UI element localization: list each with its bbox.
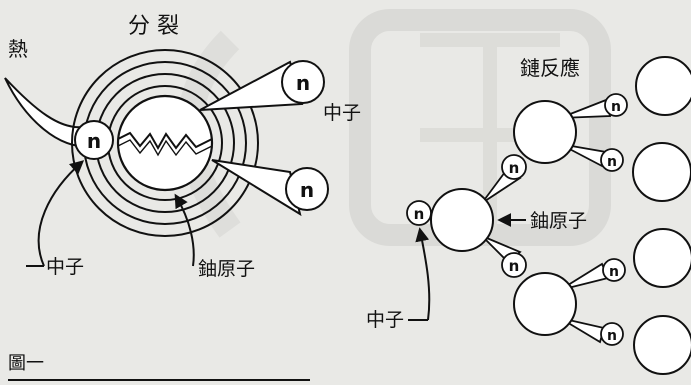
neutron-symbol: n xyxy=(87,129,101,153)
neutron-symbol: n xyxy=(509,159,520,177)
chain-uranium-lower xyxy=(513,272,577,336)
figure-label: 圖一 xyxy=(8,353,44,374)
chain-neutron-3d xyxy=(600,322,624,346)
chain-neutron-lower xyxy=(501,252,527,278)
heat-label: 熱 xyxy=(8,37,28,61)
released-neutron-top xyxy=(281,60,325,104)
neutron-label-bottom: 中子 xyxy=(366,309,404,331)
fracture-line xyxy=(117,131,213,151)
chain-uranium-center xyxy=(430,188,494,252)
neutron-symbol: n xyxy=(609,264,619,280)
chain-neutron-3c xyxy=(602,258,626,282)
energy-rings xyxy=(71,49,259,237)
chain-uranium-upper xyxy=(513,100,577,164)
fission-title: 分 裂 xyxy=(128,14,179,39)
neutron-pointer xyxy=(37,160,85,267)
fission-section: n n n 分 裂 熱 中子 中子 鈾原子 xyxy=(4,14,361,280)
uranium-label-left: 鈾原子 xyxy=(198,258,255,280)
released-neutron-bottom xyxy=(285,167,329,211)
chain-uranium-3a xyxy=(635,56,691,116)
neutron-symbol: n xyxy=(607,328,617,344)
neutron-symbol: n xyxy=(611,99,621,115)
chain-uranium-3d xyxy=(633,315,691,375)
incoming-neutron xyxy=(74,120,114,160)
chain-neutron-pointer xyxy=(415,227,431,321)
neutron-symbol: n xyxy=(414,205,425,223)
chain-uranium-3b xyxy=(632,142,691,202)
chain-neutron-upper xyxy=(501,154,527,180)
chain-uranium-3c xyxy=(633,228,691,288)
chain-incoming-neutron xyxy=(406,200,432,226)
neutron-symbol: n xyxy=(607,154,617,170)
neutron-symbol: n xyxy=(509,257,520,275)
uranium-label-right: 鈾原子 xyxy=(530,210,587,232)
neutron-symbol: n xyxy=(300,178,314,202)
neutron-label-right: 中子 xyxy=(323,102,361,124)
chain-reaction-title: 鏈反應 xyxy=(520,56,580,80)
uranium-pointer xyxy=(174,193,195,267)
neutron-symbol: n xyxy=(296,71,310,95)
neutron-label-left: 中子 xyxy=(46,256,84,278)
chain-neutron-3a xyxy=(604,93,628,117)
chain-neutron-3b xyxy=(600,148,624,172)
chain-reaction-section: 鏈反應 n n n n n n n xyxy=(366,56,691,375)
